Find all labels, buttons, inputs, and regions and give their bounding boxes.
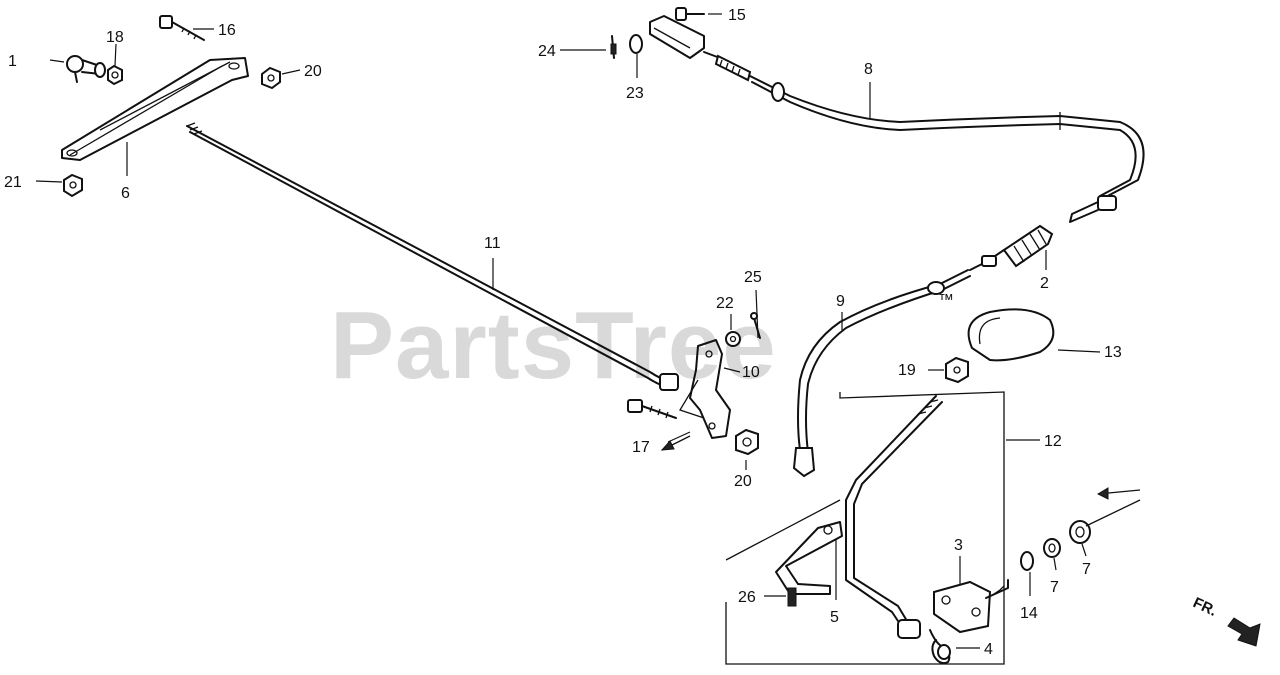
part-11-rod[interactable] <box>186 122 679 391</box>
callout-22: 22 <box>716 295 734 312</box>
part-16-bolt[interactable] <box>159 15 205 41</box>
part-19-nut[interactable] <box>945 356 969 384</box>
part-7-bushing-a[interactable] <box>1043 538 1061 558</box>
callout-7-a: 7 <box>1050 579 1059 596</box>
part-3-bracket[interactable] <box>933 579 1009 634</box>
direction-arrow-lower <box>660 435 691 451</box>
front-direction-indicator <box>1227 617 1261 647</box>
callout-10: 10 <box>742 364 760 381</box>
callout-13: 13 <box>1104 344 1122 361</box>
callout-9: 9 <box>836 293 845 310</box>
part-24-pin[interactable] <box>610 35 617 59</box>
callout-16: 16 <box>218 22 236 39</box>
callout-19: 19 <box>898 362 916 379</box>
callout-15: 15 <box>728 7 746 24</box>
part-10-bracket[interactable] <box>679 339 731 439</box>
part-21-nut[interactable] <box>63 173 83 198</box>
callout-20-lower: 20 <box>734 473 752 490</box>
part-6-bracket[interactable] <box>61 57 249 161</box>
part-23-washer[interactable] <box>629 34 643 54</box>
callout-5: 5 <box>830 609 839 626</box>
callout-26: 26 <box>738 589 756 606</box>
callout-6: 6 <box>121 185 130 202</box>
callout-18: 18 <box>106 29 124 46</box>
callout-2: 2 <box>1040 275 1049 292</box>
front-direction-label: FR. <box>1190 594 1219 620</box>
callout-21: 21 <box>4 174 22 191</box>
callout-14: 14 <box>1020 605 1038 622</box>
callout-1: 1 <box>8 53 17 70</box>
callout-25: 25 <box>744 269 762 286</box>
part-5-lever-arm[interactable] <box>775 521 843 595</box>
callout-numbers: 1 18 16 20 21 6 24 23 15 8 2 11 9 13 19 … <box>4 7 1122 658</box>
callout-8: 8 <box>864 61 873 78</box>
part-9-cable[interactable] <box>792 269 971 478</box>
callout-12: 12 <box>1044 433 1062 450</box>
part-18-nut[interactable] <box>107 64 123 86</box>
callout-7-b: 7 <box>1082 561 1091 578</box>
part-8-cable[interactable] <box>703 51 1145 223</box>
callout-23: 23 <box>626 85 644 102</box>
watermark-text: PartsTree <box>330 292 777 399</box>
callout-4: 4 <box>984 641 993 658</box>
part-20-nut-top[interactable] <box>261 66 281 90</box>
callout-17: 17 <box>632 439 650 456</box>
callout-11: 11 <box>484 235 501 252</box>
part-20-nut-lower[interactable] <box>735 428 759 456</box>
part-2-boot[interactable] <box>969 224 1054 271</box>
part-12-assembly-frame <box>725 391 1005 665</box>
direction-arrow-upper <box>1085 487 1141 527</box>
part-26-pin[interactable] <box>787 587 797 607</box>
part-13-knob[interactable] <box>967 308 1055 362</box>
callout-20-top: 20 <box>304 63 322 80</box>
part-22-washer[interactable] <box>725 331 741 347</box>
leader-lines <box>35 13 1101 649</box>
part-1-ball-joint[interactable] <box>66 55 106 83</box>
part-8-cable-end[interactable] <box>649 15 705 59</box>
part-12-shift-lever[interactable] <box>845 395 943 639</box>
callout-3: 3 <box>954 537 963 554</box>
part-7-bushing-b[interactable] <box>1069 520 1091 544</box>
part-4-spring[interactable] <box>929 629 951 665</box>
watermark-trademark: ™ <box>938 292 954 309</box>
part-15-bolt[interactable] <box>675 7 705 21</box>
callout-24: 24 <box>538 43 556 60</box>
part-17-bolt[interactable] <box>627 399 677 419</box>
part-14-washer[interactable] <box>1020 551 1034 571</box>
